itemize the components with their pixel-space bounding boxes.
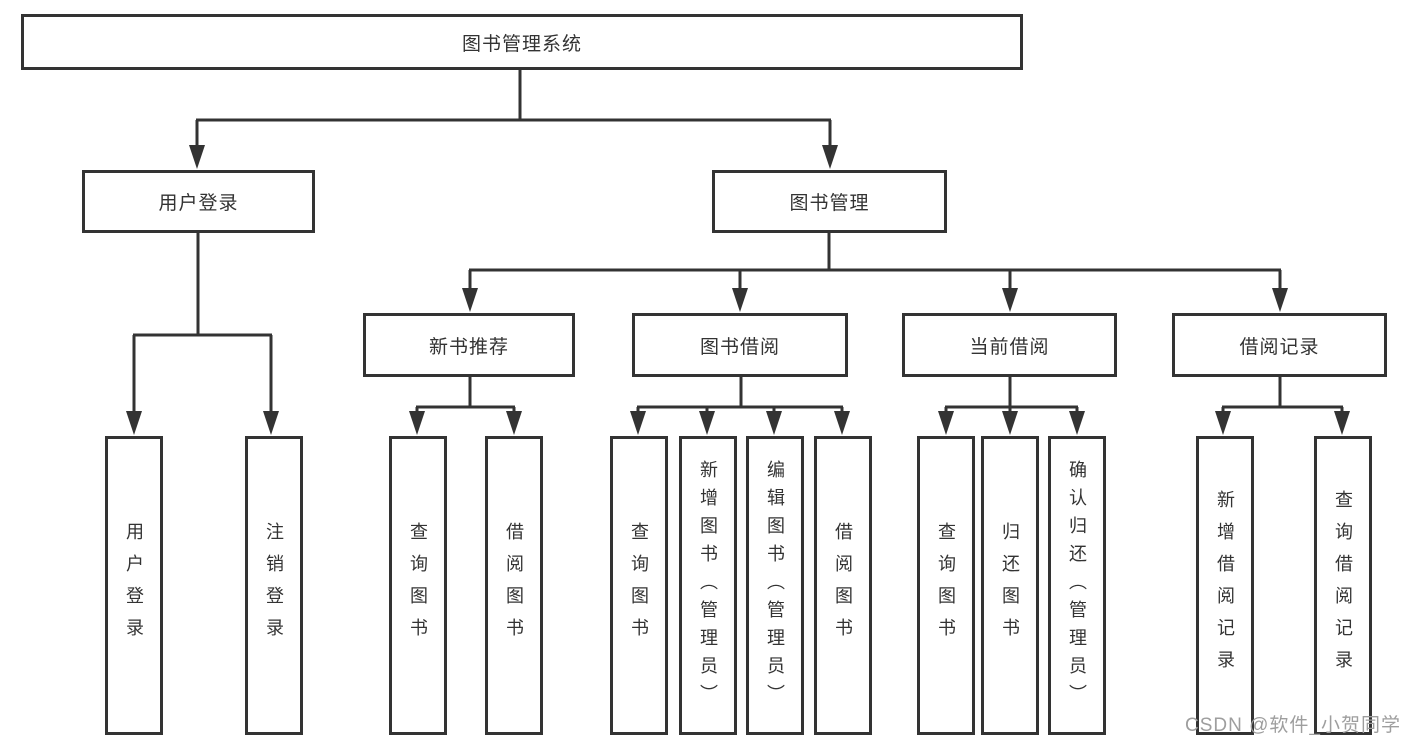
- leaf-confirm-return-admin-label: 确认归还（管理员）: [1067, 459, 1087, 712]
- leaf-edit-books-admin-label: 编辑图书（管理员）: [765, 459, 785, 712]
- arrowhead-icon: [126, 411, 142, 435]
- leaf-add-borrow-record-label: 新增借阅记录: [1215, 489, 1235, 682]
- node-user-login-label: 用户登录: [158, 193, 239, 214]
- arrowhead-icon: [630, 411, 646, 435]
- node-book-borrowing-label: 图书借阅: [699, 336, 780, 358]
- node-library-system-label: 图书管理系统: [461, 33, 582, 55]
- leaf-borrow-query-books-label: 查询图书: [629, 521, 649, 650]
- arrowhead-icon: [189, 145, 205, 169]
- node-user-login: 用户登录: [82, 170, 315, 233]
- leaf-newbook-query-books: 查询图书: [389, 436, 447, 735]
- node-current-borrowing: 当前借阅: [902, 313, 1117, 377]
- leaf-borrow-borrow-books: 借阅图书: [814, 436, 872, 735]
- leaf-current-query-books: 查询图书: [917, 436, 975, 735]
- leaf-user-login: 用户登录: [105, 436, 163, 735]
- leaf-newbook-borrow-books-label: 借阅图书: [504, 521, 524, 650]
- leaf-borrow-query-books: 查询图书: [610, 436, 668, 735]
- leaf-user-login-label: 用户登录: [124, 521, 144, 650]
- arrowhead-icon: [263, 411, 279, 435]
- leaf-logout-label: 注销登录: [264, 521, 284, 650]
- node-borrow-records-label: 借阅记录: [1239, 336, 1320, 358]
- arrowheads-group: [126, 145, 1350, 435]
- leaf-borrow-borrow-books-label: 借阅图书: [833, 521, 853, 650]
- leaf-confirm-return-admin: 确认归还（管理员）: [1048, 436, 1106, 735]
- arrowhead-icon: [938, 411, 954, 435]
- leaf-return-books-label: 归还图书: [1000, 521, 1020, 650]
- leaf-query-borrow-record-label: 查询借阅记录: [1333, 489, 1353, 682]
- leaf-query-borrow-record: 查询借阅记录: [1314, 436, 1372, 735]
- leaf-return-books: 归还图书: [981, 436, 1039, 735]
- leaf-add-books-admin: 新增图书（管理员）: [679, 436, 737, 735]
- arrowhead-icon: [1334, 411, 1350, 435]
- arrowhead-icon: [834, 411, 850, 435]
- node-library-system: 图书管理系统: [21, 14, 1023, 70]
- arrowhead-icon: [1215, 411, 1231, 435]
- node-new-book-recommend: 新书推荐: [363, 313, 575, 377]
- arrowhead-icon: [1002, 288, 1018, 312]
- node-new-book-recommend-label: 新书推荐: [428, 336, 509, 358]
- leaf-add-books-admin-label: 新增图书（管理员）: [698, 459, 718, 712]
- node-book-management: 图书管理: [712, 170, 947, 233]
- leaf-current-query-books-label: 查询图书: [936, 521, 956, 650]
- arrowhead-icon: [1272, 288, 1288, 312]
- leaf-newbook-borrow-books: 借阅图书: [485, 436, 543, 735]
- csdn-watermark: CSDN @软件_小贺同学: [1185, 715, 1401, 736]
- leaf-logout: 注销登录: [245, 436, 303, 735]
- arrowhead-icon: [506, 411, 522, 435]
- arrowhead-icon: [822, 145, 838, 169]
- leaf-add-borrow-record: 新增借阅记录: [1196, 436, 1254, 735]
- leaf-newbook-query-books-label: 查询图书: [408, 521, 428, 650]
- arrowhead-icon: [409, 411, 425, 435]
- node-book-management-label: 图书管理: [789, 193, 870, 214]
- node-book-borrowing: 图书借阅: [632, 313, 848, 377]
- arrowhead-icon: [1002, 411, 1018, 435]
- arrowhead-icon: [766, 411, 782, 435]
- leaf-edit-books-admin: 编辑图书（管理员）: [746, 436, 804, 735]
- arrowhead-icon: [732, 288, 748, 312]
- arrowhead-icon: [462, 288, 478, 312]
- arrowhead-icon: [1069, 411, 1085, 435]
- arrowhead-icon: [699, 411, 715, 435]
- node-current-borrowing-label: 当前借阅: [969, 336, 1050, 358]
- node-borrow-records: 借阅记录: [1172, 313, 1387, 377]
